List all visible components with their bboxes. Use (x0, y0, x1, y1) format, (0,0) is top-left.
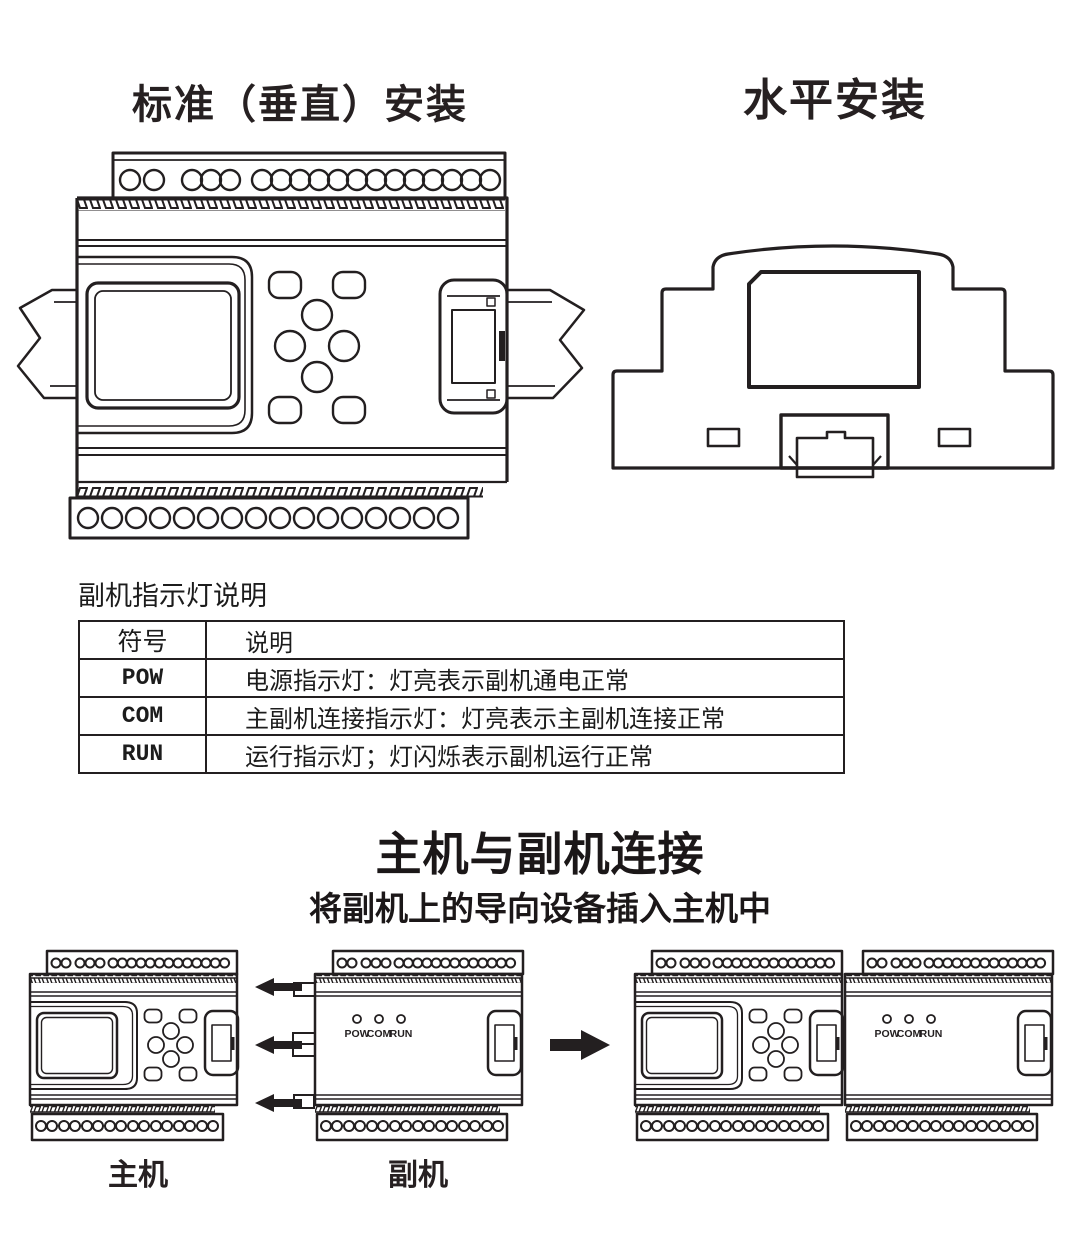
connection-subtitle: 将副机上的导向设备插入主机中 (309, 890, 771, 927)
slave-label: 副机 (388, 1159, 448, 1192)
screen (85, 281, 241, 410)
arrow-left-icon (255, 978, 302, 996)
profile-screen (747, 270, 921, 389)
header-description: 说明 (205, 620, 845, 660)
insert-arrows (255, 978, 302, 1112)
arrow-left-icon (255, 1094, 302, 1112)
din-rail-left (16, 288, 77, 400)
horizontal-install-title: 水平安装 (743, 76, 927, 125)
horizontal-install-figure (611, 244, 1055, 479)
table-row: COM 主副机连接指示灯：灯亮表示主副机连接正常 (78, 696, 845, 736)
cell-symbol: RUN (78, 734, 207, 774)
cell-description: 运行指示灯；灯闪烁表示副机运行正常 (205, 734, 845, 774)
cell-symbol: COM (78, 696, 207, 736)
result-arrow (550, 1030, 610, 1060)
assembly-slave-figure (843, 949, 1055, 1142)
slave-unit-figure (292, 949, 525, 1142)
table-row: RUN 运行指示灯；灯闪烁表示副机运行正常 (78, 734, 845, 774)
keypad (267, 270, 367, 425)
header-symbol: 符号 (78, 620, 207, 660)
master-unit-figure (28, 949, 240, 1142)
expansion-port (438, 278, 509, 415)
din-rail-clip (779, 413, 890, 479)
master-label: 主机 (108, 1159, 168, 1192)
indicator-caption: 副机指示灯说明 (78, 581, 267, 611)
arrow-left-icon (255, 1036, 302, 1054)
cell-symbol: POW (78, 658, 207, 698)
guide-pegs (292, 982, 316, 1109)
top-terminals (118, 168, 502, 192)
bottom-terminals (76, 506, 460, 530)
table-row: POW 电源指示灯：灯亮表示副机通电正常 (78, 658, 845, 698)
arrow-right-icon (550, 1030, 610, 1060)
connection-title: 主机与副机连接 (375, 828, 705, 880)
assembly-master-figure (633, 949, 845, 1142)
cell-description: 电源指示灯：灯亮表示副机通电正常 (205, 658, 845, 698)
vertical-install-figure (16, 151, 586, 540)
din-rail-right (507, 288, 586, 400)
indicator-table: 符号 说明 POW 电源指示灯：灯亮表示副机通电正常 COM 主副机连接指示灯：… (78, 620, 845, 774)
profile-outline (611, 244, 1055, 470)
vertical-install-title: 标准（垂直）安装 (132, 82, 468, 127)
cell-description: 主副机连接指示灯：灯亮表示主副机连接正常 (205, 696, 845, 736)
table-header-row: 符号 说明 (78, 620, 845, 660)
